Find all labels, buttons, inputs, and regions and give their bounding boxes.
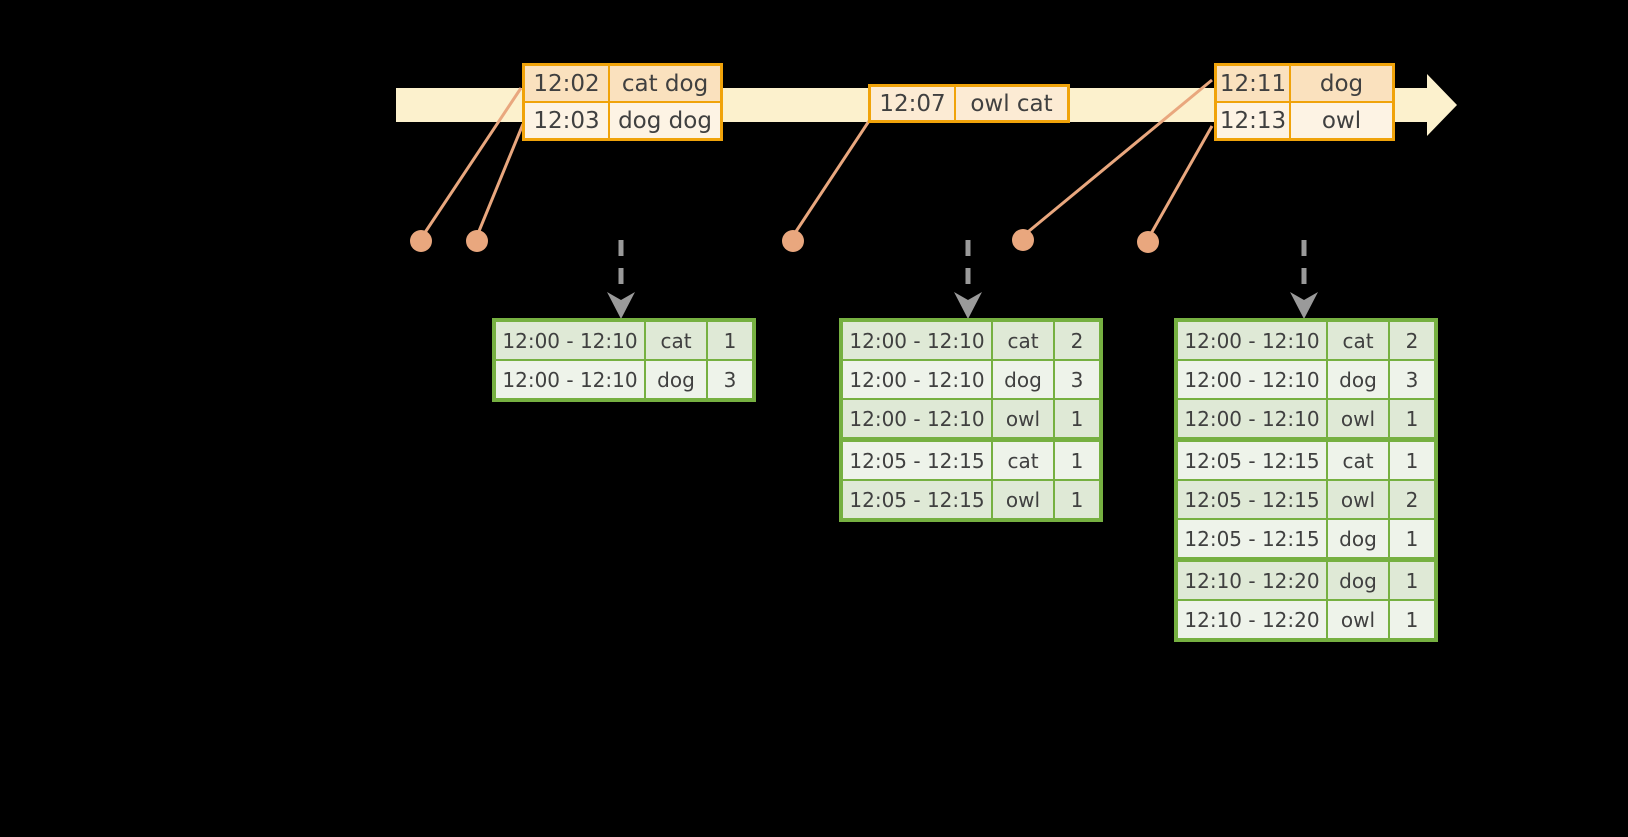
table-cell: cat: [646, 322, 706, 359]
table-cell: 12:13: [1217, 103, 1289, 138]
table-cell: cat: [993, 322, 1053, 359]
down-arrow-icon: [607, 292, 635, 319]
right-arrow-icon: [1427, 74, 1457, 136]
table-cell: owl cat: [956, 87, 1067, 120]
table-cell: dog: [1328, 520, 1388, 557]
table-cell: 12:05 - 12:15: [1178, 442, 1326, 479]
connector-lines: [420, 78, 1214, 240]
table-cell: 1: [708, 322, 752, 359]
table-cell: cat: [1328, 442, 1388, 479]
table-cell: 12:07: [871, 87, 954, 120]
table-cell: dog: [993, 361, 1053, 398]
connector-line: [791, 120, 871, 237]
table-cell: 12:00 - 12:10: [496, 322, 644, 359]
event-markers: [410, 229, 1159, 253]
table-cell: owl: [993, 400, 1053, 437]
table-cell: 12:00 - 12:10: [1178, 322, 1326, 359]
table-cell: 1: [1390, 400, 1434, 437]
table-cell: 2: [1055, 322, 1099, 359]
table-cell: 12:00 - 12:10: [843, 322, 991, 359]
table-cell: dog: [1328, 361, 1388, 398]
trigger-arrows: [607, 240, 1318, 319]
table-cell: dog: [1328, 562, 1388, 599]
table-cell: 12:10 - 12:20: [1178, 601, 1326, 638]
table-cell: 2: [1390, 322, 1434, 359]
table-cell: 12:02: [525, 66, 608, 101]
table-cell: 12:05 - 12:15: [843, 442, 991, 479]
table-cell: 3: [708, 361, 752, 398]
table-cell: 12:00 - 12:10: [496, 361, 644, 398]
table-cell: 12:00 - 12:10: [843, 361, 991, 398]
table-cell: 12:00 - 12:10: [1178, 361, 1326, 398]
table-cell: 12:05 - 12:15: [1178, 520, 1326, 557]
table-cell: owl: [1291, 103, 1392, 138]
table-cell: 2: [1390, 481, 1434, 518]
table-cell: 12:11: [1217, 66, 1289, 101]
table-cell: cat: [1328, 322, 1388, 359]
connector-line: [1146, 125, 1214, 240]
table-cell: 1: [1055, 400, 1099, 437]
table-cell: 12:03: [525, 103, 608, 138]
table-cell: cat dog: [610, 66, 720, 101]
table-cell: dog: [646, 361, 706, 398]
table-cell: 1: [1390, 601, 1434, 638]
table-cell: 12:10 - 12:20: [1178, 562, 1326, 599]
down-arrow-icon: [1290, 292, 1318, 319]
table-cell: 12:05 - 12:15: [1178, 481, 1326, 518]
table-cell: owl: [1328, 481, 1388, 518]
table-cell: 1: [1055, 442, 1099, 479]
table-cell: 1: [1390, 520, 1434, 557]
circle-marker-icon: [1012, 229, 1034, 251]
table-cell: 1: [1390, 562, 1434, 599]
table-cell: 12:05 - 12:15: [843, 481, 991, 518]
table-cell: cat: [993, 442, 1053, 479]
circle-marker-icon: [466, 230, 488, 252]
table-cell: 1: [1390, 442, 1434, 479]
table-cell: owl: [993, 481, 1053, 518]
table-cell: dog: [1291, 66, 1392, 101]
table-cell: owl: [1328, 400, 1388, 437]
table-cell: 1: [1055, 481, 1099, 518]
table-cell: owl: [1328, 601, 1388, 638]
circle-marker-icon: [782, 230, 804, 252]
circle-marker-icon: [1137, 231, 1159, 253]
table-cell: 3: [1055, 361, 1099, 398]
table-cell: 12:00 - 12:10: [843, 400, 991, 437]
connector-line: [420, 87, 523, 238]
table-cell: dog dog: [610, 103, 720, 138]
circle-marker-icon: [410, 230, 432, 252]
table-cell: 3: [1390, 361, 1434, 398]
table-cell: 12:00 - 12:10: [1178, 400, 1326, 437]
down-arrow-icon: [954, 292, 982, 319]
connector-line: [1022, 78, 1213, 238]
connector-line: [475, 123, 525, 237]
